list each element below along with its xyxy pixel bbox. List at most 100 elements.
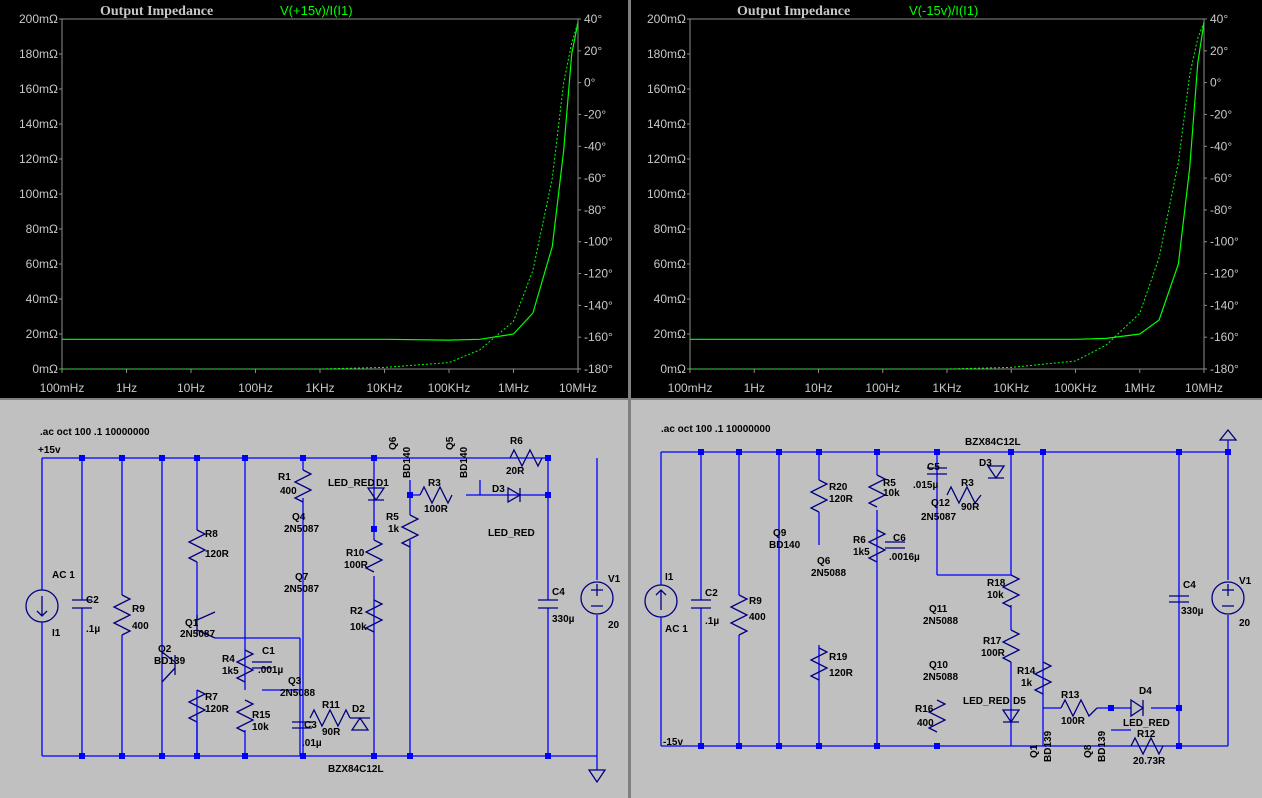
led-d5[interactable] (1001, 709, 1021, 724)
wire[interactable] (161, 458, 198, 756)
label: 10k (252, 722, 269, 733)
trace-label[interactable]: V(+15v)/I(I1) (280, 3, 353, 18)
label: 100R (424, 504, 449, 515)
wire[interactable] (215, 458, 301, 756)
resistor-r8[interactable] (187, 529, 207, 563)
zener-d3[interactable] (986, 465, 1006, 480)
led-d4[interactable] (1130, 698, 1145, 718)
x-tick-label: 10Hz (177, 381, 205, 395)
wire[interactable] (778, 452, 820, 746)
resistor-r7[interactable] (187, 689, 207, 723)
capacitor-c3[interactable] (292, 721, 312, 729)
resistor-r9[interactable] (729, 594, 749, 636)
wire[interactable] (1111, 452, 1180, 746)
resistor-r1[interactable] (293, 469, 313, 503)
resistor-r11[interactable] (309, 708, 351, 728)
capacitor-c2[interactable] (691, 599, 711, 609)
label: .1µ (86, 624, 100, 635)
transistor-q1-q2[interactable] (161, 611, 216, 683)
resistor-r17[interactable] (1001, 629, 1021, 663)
capacitor-c1[interactable] (252, 661, 272, 669)
label: C1 (262, 646, 275, 657)
y-right-tick-label: -80° (1210, 203, 1232, 217)
label: BD139 (1097, 730, 1108, 762)
resistor-r10[interactable] (364, 539, 384, 573)
x-tick-label: 1KHz (932, 381, 961, 395)
led-d3[interactable] (507, 486, 522, 504)
label: 20.73R (1133, 756, 1166, 767)
label: 20 (608, 620, 620, 631)
y-right-tick-label: -40° (584, 139, 606, 153)
schematic-left[interactable]: .ac oct 100 .1 10000000 +15v AC 1 I1 C2 … (0, 400, 628, 798)
resistor-r5[interactable] (400, 514, 420, 548)
label: Q3 (288, 676, 302, 687)
label: BZX84C12L (328, 764, 384, 775)
label: R9 (132, 604, 145, 615)
plot-right-svg[interactable]: Output Impedance V(-15v)/I(I1) 200mΩ180m… (631, 0, 1262, 398)
schematic-left-svg[interactable]: .ac oct 100 .1 10000000 +15v AC 1 I1 C2 … (0, 400, 628, 798)
resistor-r12[interactable] (1130, 736, 1164, 756)
trace-label[interactable]: V(-15v)/I(I1) (909, 3, 978, 18)
resistor-r3[interactable] (419, 485, 453, 505)
wire[interactable] (410, 480, 548, 496)
x-tick-label: 1Hz (116, 381, 137, 395)
magnitude-series-line[interactable] (690, 22, 1205, 340)
y-right-tick-label: -160° (584, 330, 613, 344)
spice-directive[interactable]: .ac oct 100 .1 10000000 (40, 427, 150, 438)
capacitor-c6[interactable] (885, 541, 905, 549)
label: C4 (1183, 580, 1196, 591)
voltage-source-v1[interactable] (580, 581, 614, 615)
wire[interactable] (876, 452, 938, 746)
y-right-tick-label: -160° (1210, 330, 1239, 344)
spice-directive[interactable]: .ac oct 100 .1 10000000 (661, 424, 771, 435)
resistor-r18[interactable] (1001, 574, 1021, 608)
y-tick-label: 60mΩ (654, 257, 686, 271)
resistor-r6[interactable] (867, 529, 887, 563)
label: 10k (987, 590, 1004, 601)
resistor-r6[interactable] (509, 448, 543, 468)
voltage-source-v1[interactable] (1211, 581, 1245, 615)
capacitor-c5[interactable] (927, 467, 947, 475)
plot-left-svg[interactable]: Output Impedance V(+15v)/I(I1) 200mΩ180m… (0, 0, 628, 398)
resistor-r2[interactable] (364, 599, 384, 633)
resistor-r5[interactable] (867, 474, 887, 508)
label: 400 (132, 621, 149, 632)
y-tick-label: 120mΩ (19, 152, 58, 166)
resistor-r15[interactable] (235, 699, 255, 733)
capacitor-c4[interactable] (1169, 595, 1189, 603)
label: 90R (961, 502, 980, 513)
resistor-r19[interactable] (809, 647, 829, 681)
magnitude-series-line[interactable] (62, 22, 579, 341)
resistor-r20[interactable] (809, 479, 829, 513)
current-source-symbol[interactable] (644, 584, 678, 618)
label: C2 (705, 588, 718, 599)
capacitor-c2[interactable] (72, 599, 92, 609)
wire[interactable] (937, 452, 1044, 746)
zener-d2[interactable] (350, 716, 370, 731)
resistor-r4[interactable] (235, 649, 255, 683)
y-tick-label: 100mΩ (647, 187, 686, 201)
x-tick-label: 10KHz (366, 381, 402, 395)
current-source-symbol[interactable] (25, 589, 59, 623)
resistor-r3[interactable] (946, 485, 982, 505)
schematic-right-svg[interactable]: .ac oct 100 .1 10000000 -15v I1 AC 1 C2 … (631, 400, 1262, 798)
led-d1[interactable] (366, 487, 386, 502)
resistor-r14[interactable] (1033, 661, 1053, 695)
schematic-right[interactable]: .ac oct 100 .1 10000000 -15v I1 AC 1 C2 … (631, 400, 1262, 798)
phase-series-line[interactable] (690, 22, 1205, 370)
x-tick-label: 1MHz (1124, 381, 1155, 395)
resistor-r9[interactable] (112, 594, 132, 636)
label: 100R (981, 648, 1006, 659)
phase-series-line[interactable] (62, 22, 579, 370)
capacitor-c4[interactable] (538, 599, 558, 609)
label: BZX84C12L (965, 437, 1021, 448)
net-label-minus15v: -15v (663, 737, 683, 748)
label: 90R (322, 727, 341, 738)
label: 2N5088 (923, 616, 958, 627)
x-tick-label: 1KHz (305, 381, 334, 395)
label: I1 (52, 628, 61, 639)
resistor-r13[interactable] (1060, 698, 1098, 718)
resistor-r16[interactable] (927, 699, 947, 733)
